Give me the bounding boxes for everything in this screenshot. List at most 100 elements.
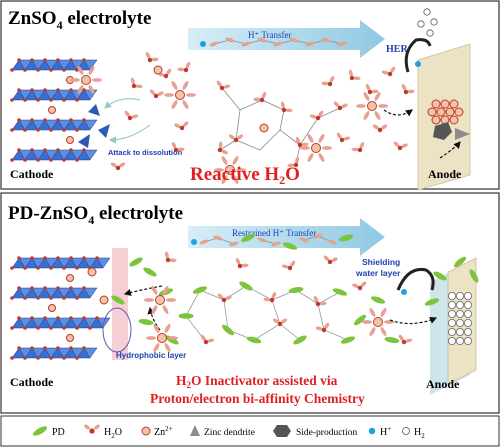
zn-ion [66, 274, 74, 282]
zn-ion [259, 123, 269, 133]
oxygen-atom [387, 71, 393, 77]
chain-water [321, 37, 331, 43]
hydrogen-atom [221, 149, 228, 155]
oxygen-atom [75, 158, 79, 162]
dissolved-fragment [78, 134, 90, 148]
hydrogen-atom [341, 103, 348, 108]
hydrogen-atom [185, 62, 191, 69]
zn-ion [99, 295, 109, 305]
zn-ion [225, 165, 235, 175]
hydrogen-atom [287, 163, 295, 168]
water-molecule [263, 292, 277, 303]
zn-ion [427, 107, 437, 117]
zn-atom [447, 300, 456, 309]
oxygen-atom [49, 158, 53, 162]
chain-water [273, 41, 283, 47]
solvation-water [164, 343, 171, 352]
hydrogen-atom [398, 334, 404, 341]
oxygen-atom [131, 83, 137, 89]
solvation-water [186, 93, 196, 97]
pd-molecule [469, 269, 479, 283]
zn-atom [455, 318, 464, 327]
solvation-water [363, 92, 370, 101]
oxygen-atom [75, 296, 79, 300]
zn-ion [367, 101, 377, 111]
solvation-water [318, 134, 325, 143]
proton-dot [401, 289, 407, 295]
oxygen-atom [147, 57, 153, 63]
oxygen-atom [183, 67, 189, 73]
water-molecule [235, 258, 249, 269]
h-bond-line [239, 99, 285, 131]
deposit-arrow [439, 141, 461, 159]
water-molecule [295, 137, 309, 148]
hydrogen-atom [124, 110, 130, 117]
solvation-water [88, 85, 95, 94]
solvation-water [153, 324, 160, 333]
zn-ion [311, 143, 321, 153]
solvation-water [171, 100, 178, 109]
top-cathode-label: Cathode [10, 167, 54, 181]
oxygen-atom [30, 118, 34, 122]
zn-atom [455, 309, 464, 318]
pd-molecule [332, 288, 348, 296]
solvation-water [164, 93, 174, 97]
solvation-water [77, 85, 84, 94]
solvation-water [221, 175, 228, 184]
zinc-dendrite-icon [190, 425, 200, 436]
h-bond-line [219, 139, 237, 151]
h-transfer-arrow: H⁺ Transfer [188, 20, 385, 58]
water-molecule [217, 141, 228, 155]
water-molecule [372, 124, 388, 133]
oxygen-atom [401, 339, 407, 345]
hydrogen-atom [359, 142, 365, 149]
hydrogen-atom [131, 114, 139, 119]
chain-water [257, 237, 267, 243]
hydrogen-atom [290, 260, 296, 267]
oxygen-atom [43, 316, 47, 320]
oxygen-atom [62, 326, 66, 330]
chain-water [337, 41, 347, 47]
hydrogen-atom [329, 76, 335, 83]
oxygen-atom [56, 148, 60, 152]
oxygen-atom [10, 68, 14, 72]
chain-water [313, 233, 323, 239]
oxygen-atom [56, 58, 60, 62]
water-molecule [336, 132, 351, 143]
water-molecule [280, 101, 293, 113]
inactivator-label-line1: H2O Inactivator assisted via [176, 373, 338, 390]
oxygen-atom [56, 286, 60, 290]
oxygen-atom [49, 296, 53, 300]
hydrogen-atom [164, 251, 169, 259]
oxygen-atom [23, 356, 27, 360]
water-molecule [401, 84, 415, 95]
oxygen-atom [82, 118, 86, 122]
pd-molecule [111, 295, 125, 305]
zinc-dendrite-icon [455, 128, 470, 140]
pd-molecule [338, 234, 354, 242]
hydrogen-atom [171, 142, 177, 149]
hydrogen-atom [281, 264, 289, 269]
solvation-water [307, 134, 314, 143]
hydrogen-atom [207, 338, 215, 343]
chain-water [209, 41, 219, 47]
zn-atom [455, 336, 464, 345]
top-anode-label: Anode [428, 167, 462, 181]
hydrogen-atom [333, 101, 340, 108]
solvation-water [146, 336, 156, 340]
oxygen-atom [23, 326, 27, 330]
zn-ion [449, 115, 459, 125]
oxygen-atom [17, 58, 21, 62]
zn-atom [455, 291, 464, 300]
cathode-crystal [10, 256, 111, 360]
side-product-icon [273, 425, 291, 437]
crystal-cell [83, 347, 98, 359]
solvation-water [221, 156, 228, 165]
top-panel-frame [0, 0, 500, 190]
hydrogen-atom [263, 297, 271, 302]
oxygen-atom [82, 346, 86, 350]
solvation-water [362, 320, 372, 324]
hydrogen-atom [380, 124, 388, 130]
hydrogen-atom [390, 66, 396, 73]
